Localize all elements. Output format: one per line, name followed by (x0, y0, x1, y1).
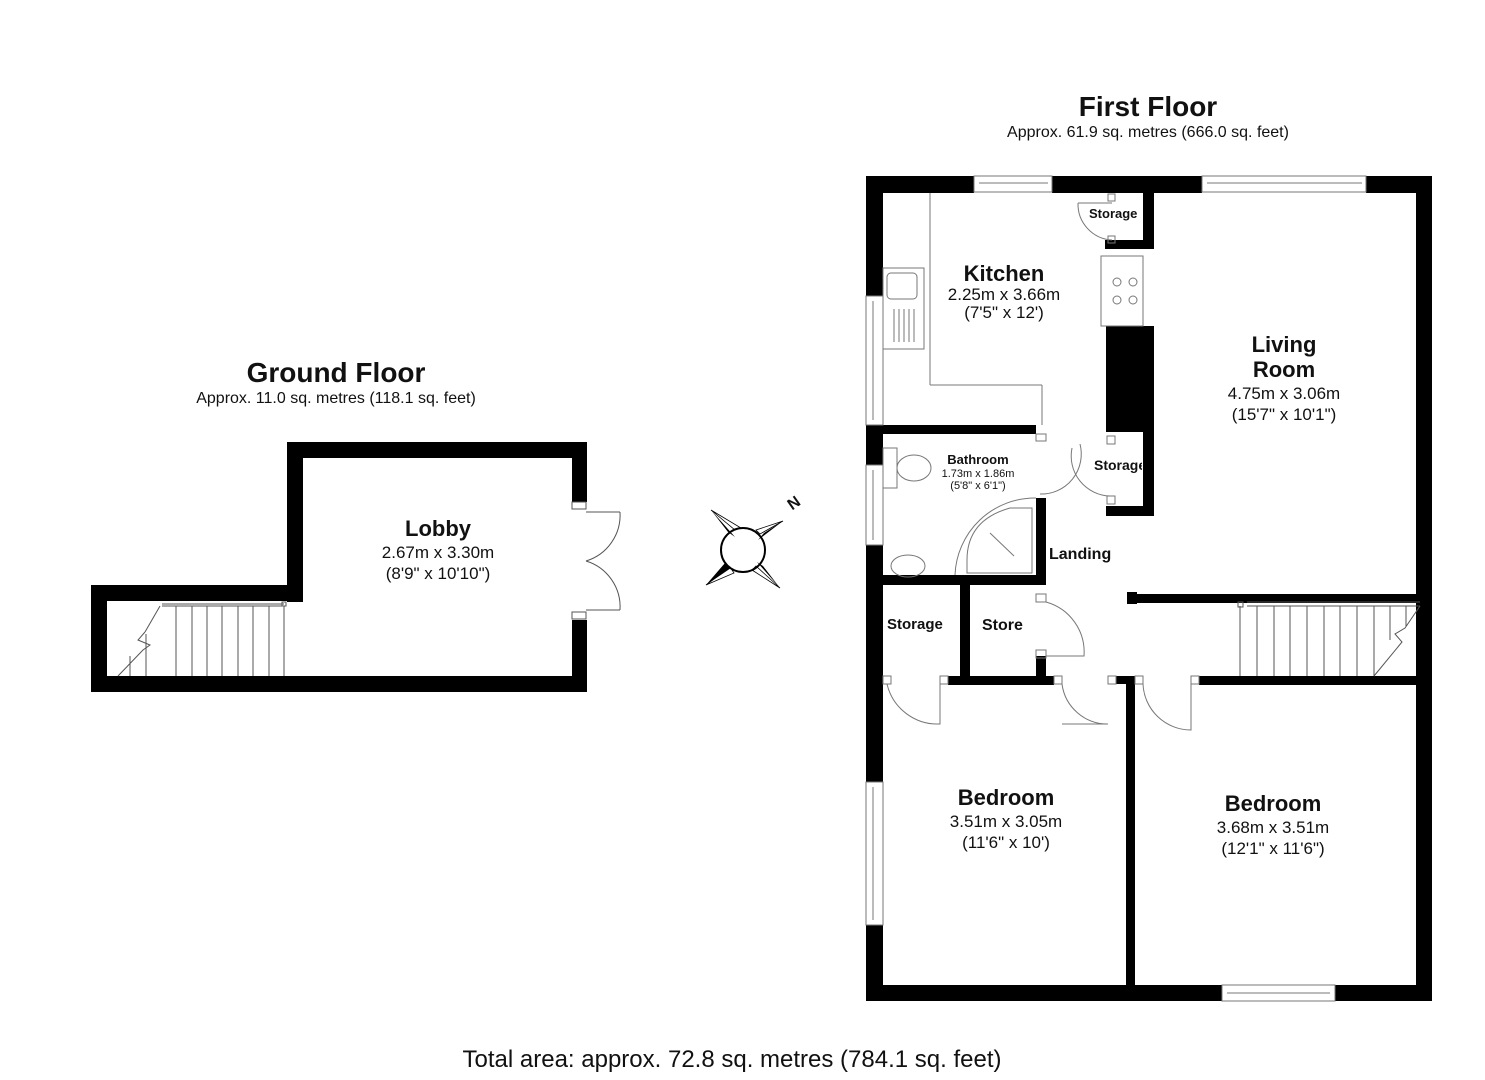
ground-floor-title: Ground Floor (246, 357, 426, 388)
room-dimensions-imperial: (7'5" x 12') (964, 303, 1044, 322)
label-storage-landing: Storage (1094, 458, 1142, 473)
label-landing: Landing (1049, 546, 1112, 563)
first-floor-area: Approx. 61.9 sq. metres (666.0 sq. feet) (1007, 124, 1289, 141)
room-name: Bedroom (957, 785, 1055, 810)
lobby-french-doors (571, 501, 621, 620)
room-dimensions-imperial: (12'1" x 11'6") (1221, 839, 1325, 858)
first-floor-stairs (1237, 601, 1421, 677)
ground-floor-area: Approx. 11.0 sq. metres (118.1 sq. feet) (196, 390, 476, 407)
room-dimensions-metric: 2.67m x 3.30m (381, 543, 495, 562)
ground-floor-stairs (117, 601, 287, 677)
total-area: Total area: approx. 72.8 sq. metres (784… (462, 1046, 1002, 1073)
label-storage: Storage (887, 616, 943, 633)
label-storage-kitchen: Storage (1089, 206, 1138, 221)
ground-floor-walls (91, 442, 587, 692)
windows (865, 175, 1367, 1002)
room-dimensions-imperial: (5'8" x 6'1") (950, 480, 1006, 492)
room-dimensions-imperial: (15'7" x 10'1") (1231, 405, 1337, 424)
room-dimensions-metric: 2.25m x 3.66m (947, 285, 1061, 304)
room-dimensions-metric: 4.75m x 3.06m (1227, 384, 1341, 403)
first-floor-title: First Floor (1078, 91, 1218, 122)
room-dimensions-metric: 1.73m x 1.86m (941, 468, 1015, 480)
first-floor-walls (866, 176, 1432, 1001)
room-dimensions-imperial: (11'6" x 10') (962, 833, 1050, 852)
room-name: Bedroom (1224, 791, 1322, 816)
room-name: Kitchen (963, 261, 1045, 286)
room-name: Bathroom (947, 452, 1009, 467)
room-dimensions-metric: 3.51m x 3.05m (949, 812, 1063, 831)
room-name: Lobby (405, 516, 471, 541)
compass-icon (705, 509, 784, 589)
label-store: Store (982, 617, 1023, 634)
room-dimensions-imperial: (8'9" x 10'10") (385, 564, 491, 583)
bathroom-fittings (882, 433, 1200, 731)
room-name-line2: Room (1252, 357, 1316, 382)
kitchen-fittings (882, 193, 1144, 425)
room-name: Living (1251, 332, 1317, 357)
room-dimensions-metric: 3.68m x 3.51m (1216, 818, 1330, 837)
